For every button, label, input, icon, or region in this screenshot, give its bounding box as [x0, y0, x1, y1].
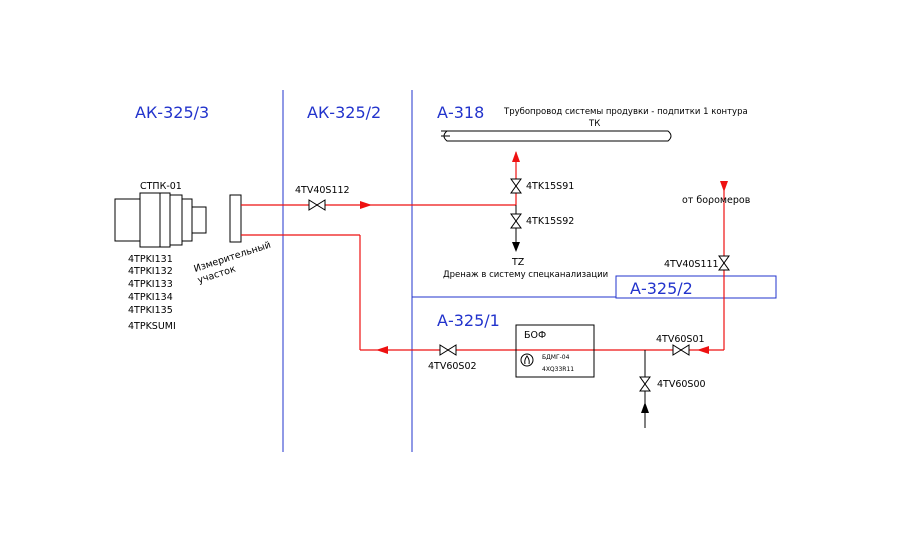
valve-icon: [639, 376, 651, 392]
flow-arrow-right: [360, 201, 372, 209]
bdf-box-title: БОФ: [524, 330, 546, 341]
top-pipe-title: Трубопровод системы продувки - подпитки …: [503, 107, 748, 117]
stpk-label: СТПК-01: [140, 181, 182, 192]
valve-icon: [672, 344, 690, 356]
sensor-label: 4TPKSUMI: [128, 321, 176, 332]
drain-arrow-down: [512, 242, 520, 252]
drain-label: Дренаж в систему спецканализации: [443, 270, 608, 280]
top-header-pipe: [441, 130, 672, 142]
sensor-label: 4TPKI132: [128, 266, 173, 277]
flow-arrow-down: [720, 181, 728, 192]
flow-arrow-up: [512, 151, 520, 162]
room-box-a325-2: [615, 275, 777, 299]
valve-label: 4TK15S92: [526, 216, 574, 227]
room-label-ak325-2: АК-325/2: [307, 103, 381, 122]
valve-label: 4TV40S112: [295, 185, 350, 196]
bdf-box: [515, 324, 595, 378]
valve-label: 4TV60S01: [656, 334, 705, 345]
valve-icon: [718, 255, 730, 271]
top-pipe-code: ТК: [588, 119, 600, 129]
room-label-a325-2: А-325/2: [630, 279, 693, 298]
room-label-a318: А-318: [437, 103, 484, 122]
room-label-ak325-3: АК-325/3: [135, 103, 209, 122]
detector-icon: [520, 353, 534, 367]
stpk-detector-icon: [114, 192, 207, 248]
source-label: от бορомеров: [682, 195, 751, 206]
valve-label: 4TV40S111: [664, 259, 719, 270]
valve-label: 4TV60S00: [657, 379, 706, 390]
sensor-label: 4TPKI135: [128, 305, 173, 316]
inlet-arrow-up: [641, 402, 649, 413]
detector-model: БДМГ-04: [542, 354, 570, 361]
detector-code: 4XQ33R11: [542, 366, 574, 373]
measuring-section-flange: [229, 194, 242, 243]
drain-code: TZ: [511, 257, 525, 268]
flow-arrow-left: [697, 346, 709, 354]
valve-icon: [510, 178, 522, 194]
sensor-label: 4TPKI131: [128, 254, 173, 265]
valve-label: 4TK15S91: [526, 181, 574, 192]
measuring-section-label: Измерительный участок: [193, 240, 273, 287]
valve-label: 4TV60S02: [428, 361, 477, 372]
sensor-label: 4TPKI133: [128, 279, 173, 290]
detector-symbol: [524, 355, 530, 365]
valve-icon: [510, 213, 522, 229]
flow-arrow-left: [376, 346, 388, 354]
valve-icon: [439, 344, 457, 356]
room-label-a325-1: А-325/1: [437, 311, 500, 330]
sensor-label: 4TPKI134: [128, 292, 173, 303]
valve-icon: [308, 199, 326, 211]
